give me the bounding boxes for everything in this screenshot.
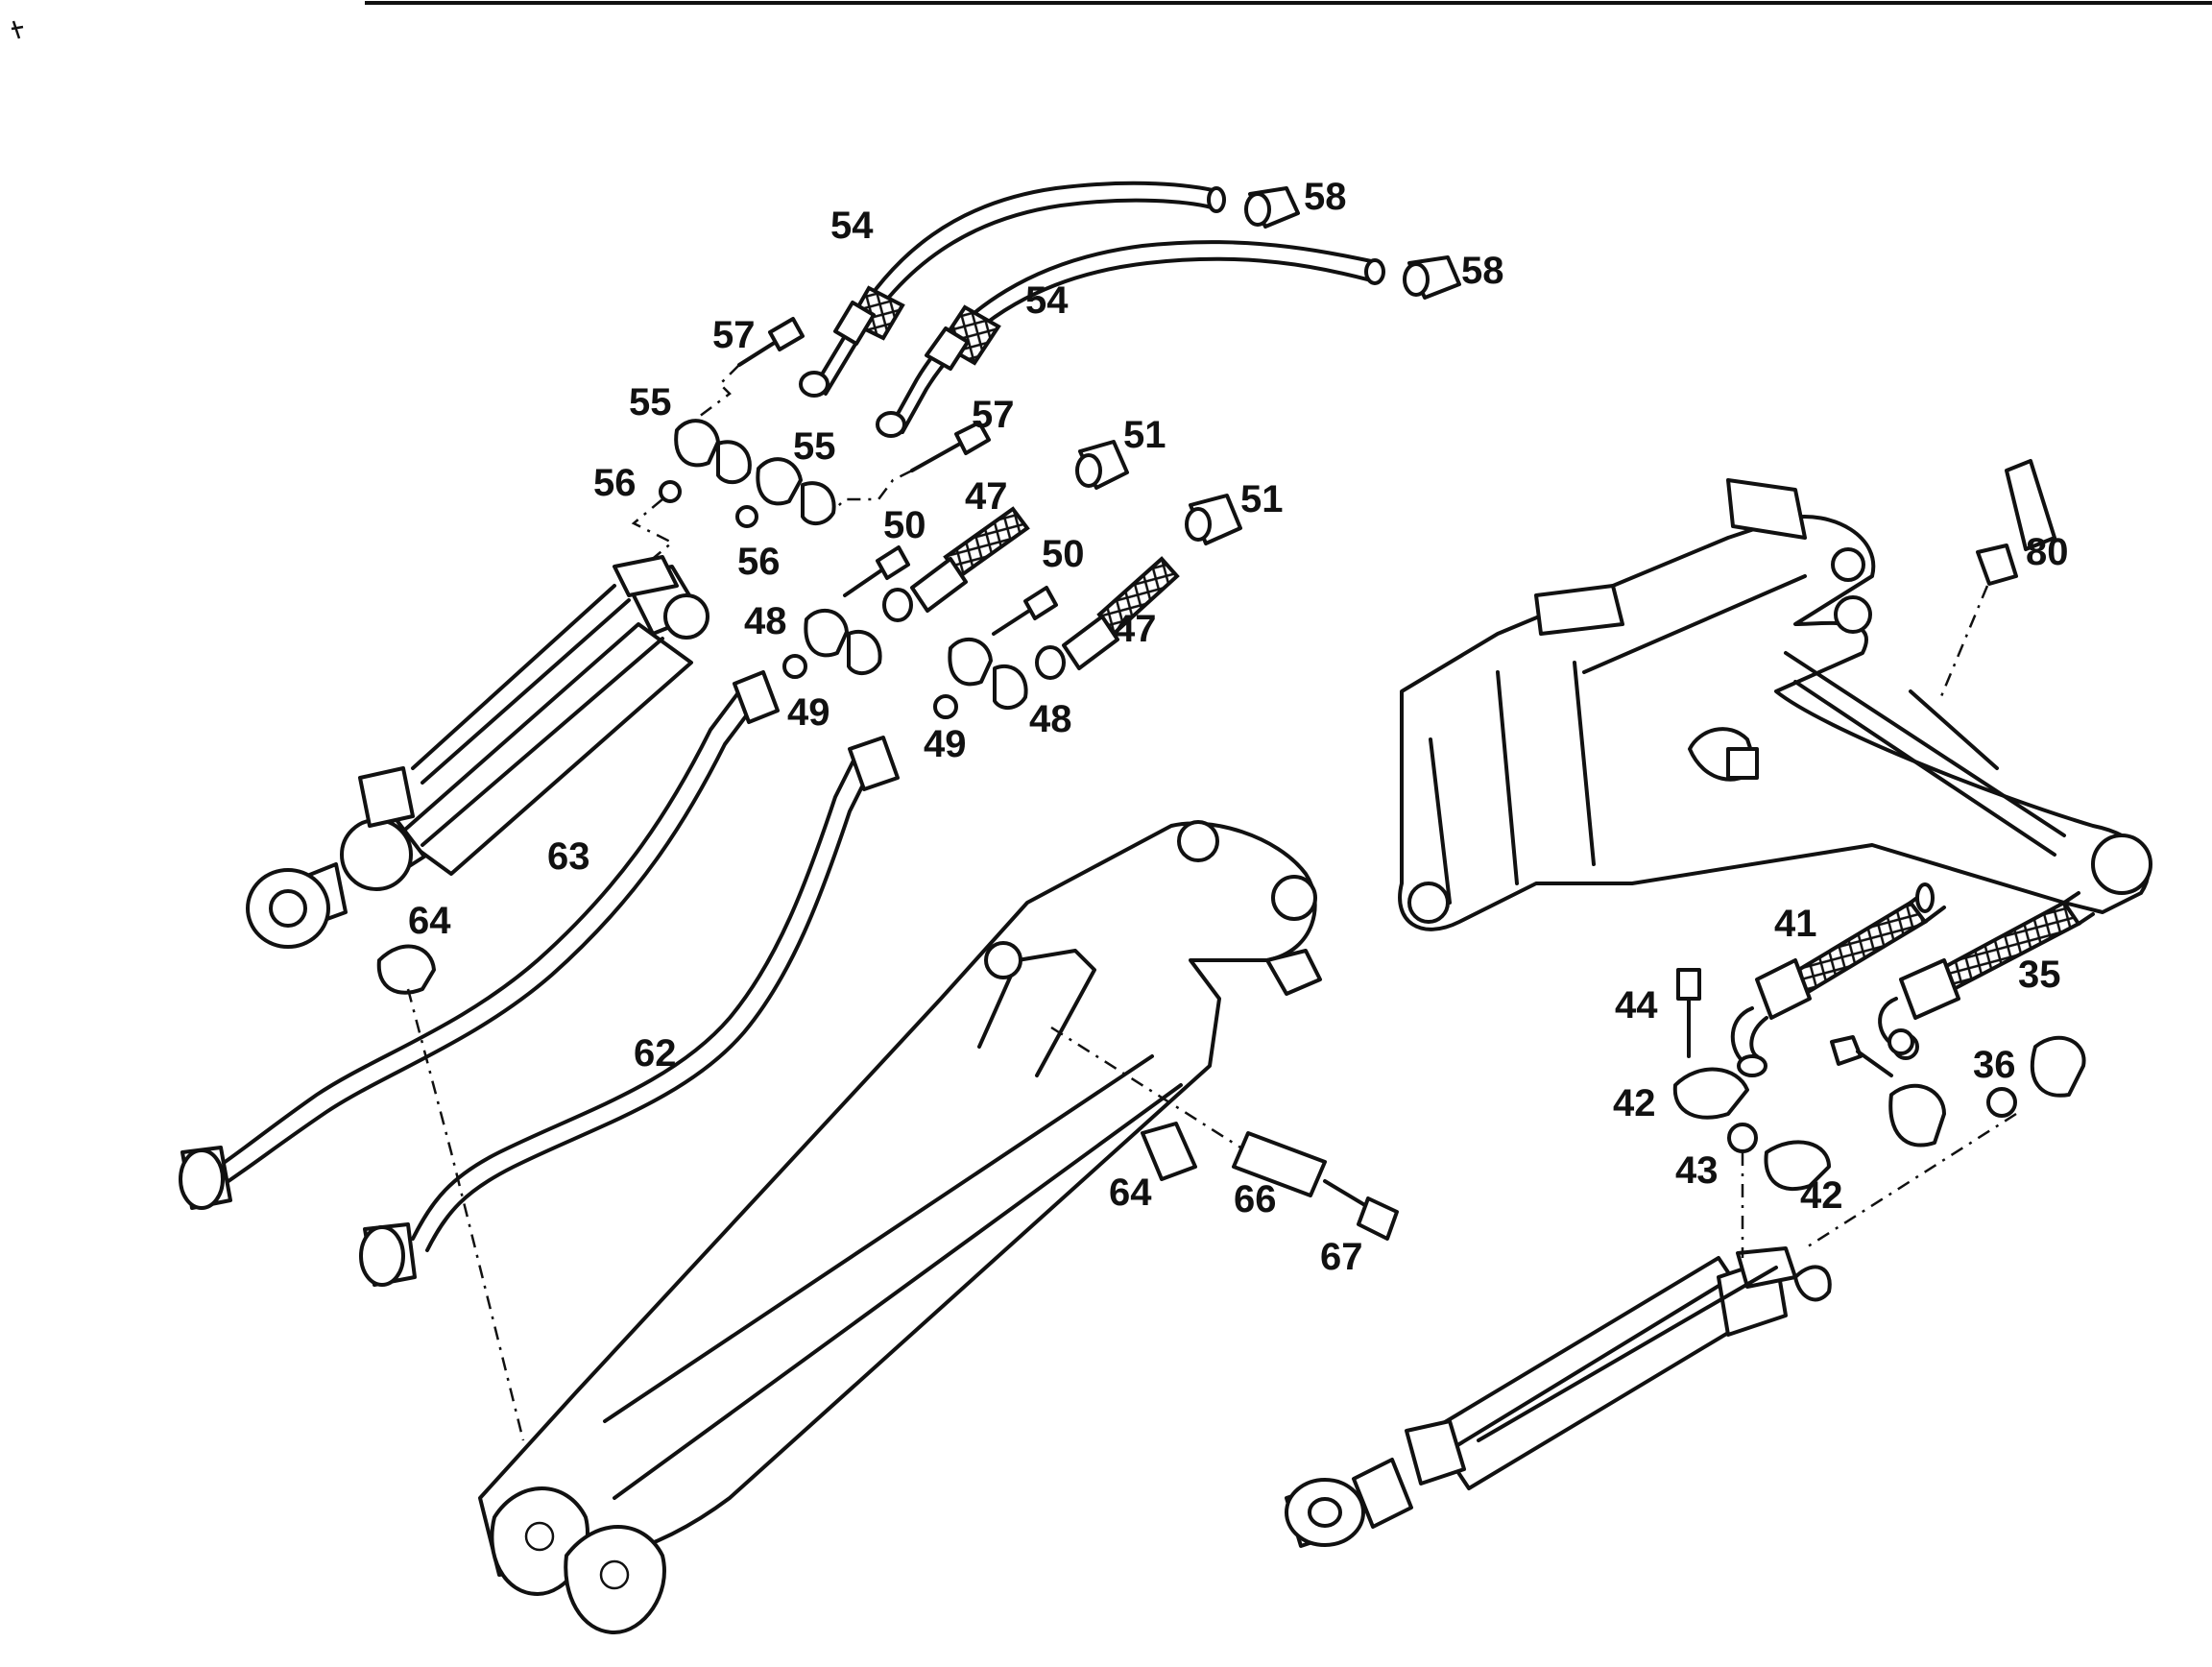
clamp-55-left bbox=[674, 419, 752, 485]
callout-44: 44 bbox=[1615, 984, 1658, 1027]
washer-56-left bbox=[659, 480, 682, 503]
boom-arm bbox=[478, 820, 1322, 1634]
cap-58-lower bbox=[1403, 255, 1461, 300]
callout-57-left: 57 bbox=[712, 314, 756, 356]
pipe-63 bbox=[179, 670, 780, 1210]
callout-55-right: 55 bbox=[793, 425, 836, 468]
washer-49-right bbox=[933, 694, 958, 719]
leader-64-left bbox=[406, 988, 525, 1441]
clamp-36-pair bbox=[1888, 1035, 2086, 1148]
callout-62: 62 bbox=[634, 1032, 677, 1075]
clip-64-left bbox=[376, 944, 436, 995]
screw-36-left bbox=[1830, 1035, 1893, 1077]
callout-43: 43 bbox=[1675, 1149, 1719, 1192]
clip-64-right bbox=[1141, 1122, 1197, 1181]
callout-63: 63 bbox=[547, 835, 590, 878]
callout-48-left: 48 bbox=[744, 600, 787, 642]
callout-58-lower: 58 bbox=[1461, 250, 1504, 292]
leader-boom-clamp bbox=[1050, 1026, 1249, 1154]
callout-51-left: 51 bbox=[1123, 414, 1166, 456]
bolt-44 bbox=[1676, 968, 1701, 1058]
cap-58-upper bbox=[1244, 186, 1300, 229]
callout-35: 35 bbox=[2018, 954, 2061, 996]
leader-36 bbox=[1804, 1112, 2017, 1250]
callout-47-right: 47 bbox=[1114, 608, 1157, 650]
hydraulic-cylinder-right bbox=[1285, 1246, 1832, 1548]
hose-41 bbox=[1730, 882, 1946, 1077]
callout-50-left: 50 bbox=[883, 504, 926, 546]
clamp-42-lower bbox=[1764, 1140, 1831, 1192]
callout-47-left: 47 bbox=[965, 475, 1008, 518]
callout-36: 36 bbox=[1973, 1044, 2016, 1086]
corner-mark bbox=[11, 20, 24, 39]
washer-56-right bbox=[735, 505, 758, 528]
hose-end-47-right bbox=[1035, 556, 1180, 680]
bracket-66 bbox=[1232, 1131, 1327, 1197]
screw-57-left bbox=[690, 317, 805, 423]
clamp-48-left bbox=[804, 608, 882, 675]
callout-66: 66 bbox=[1234, 1178, 1277, 1220]
clamp-55-right bbox=[756, 457, 836, 525]
callout-49-right: 49 bbox=[924, 723, 967, 765]
callout-42-lower: 42 bbox=[1800, 1174, 1843, 1217]
main-boom bbox=[1398, 478, 2152, 931]
hose-54-upper bbox=[799, 181, 1226, 398]
callout-80: 80 bbox=[2026, 531, 2069, 573]
clamp-48-right bbox=[948, 637, 1028, 710]
fitting-80 bbox=[1937, 459, 2056, 702]
cap-51-left bbox=[1075, 440, 1129, 490]
callout-49-left: 49 bbox=[787, 691, 830, 734]
callout-51-right: 51 bbox=[1240, 478, 1284, 520]
leader-56 bbox=[631, 498, 675, 568]
callout-50-right: 50 bbox=[1042, 533, 1085, 575]
callout-42-upper: 42 bbox=[1613, 1082, 1656, 1124]
screw-50-right bbox=[992, 586, 1058, 636]
callout-41: 41 bbox=[1774, 903, 1817, 945]
washer-35-end bbox=[1887, 1028, 1914, 1055]
washer-49-left bbox=[782, 654, 807, 679]
callout-48-right: 48 bbox=[1029, 698, 1072, 740]
callout-55-left: 55 bbox=[629, 381, 672, 423]
hydraulic-cylinder-left bbox=[246, 555, 709, 949]
clamp-42-upper bbox=[1672, 1067, 1749, 1120]
callout-54-upper: 54 bbox=[830, 205, 874, 247]
callout-57-right: 57 bbox=[972, 394, 1015, 436]
cap-51-right bbox=[1185, 494, 1242, 545]
screw-50-left bbox=[843, 545, 910, 597]
callout-56-right: 56 bbox=[737, 541, 781, 583]
screw-57-right bbox=[825, 421, 991, 519]
washer-43 bbox=[1727, 1123, 1758, 1153]
bolt-67 bbox=[1323, 1179, 1399, 1241]
callout-54-lower: 54 bbox=[1025, 279, 1069, 322]
hose-35 bbox=[1878, 891, 2095, 1060]
washer-36 bbox=[1986, 1087, 2017, 1118]
callout-56-left: 56 bbox=[593, 462, 637, 504]
callout-58-upper: 58 bbox=[1304, 176, 1347, 218]
hose-54-lower bbox=[876, 240, 1385, 438]
callout-67: 67 bbox=[1320, 1236, 1363, 1278]
callout-64-left: 64 bbox=[408, 900, 451, 942]
hose-end-47-left bbox=[882, 506, 1030, 622]
callout-64-right: 64 bbox=[1109, 1172, 1152, 1214]
